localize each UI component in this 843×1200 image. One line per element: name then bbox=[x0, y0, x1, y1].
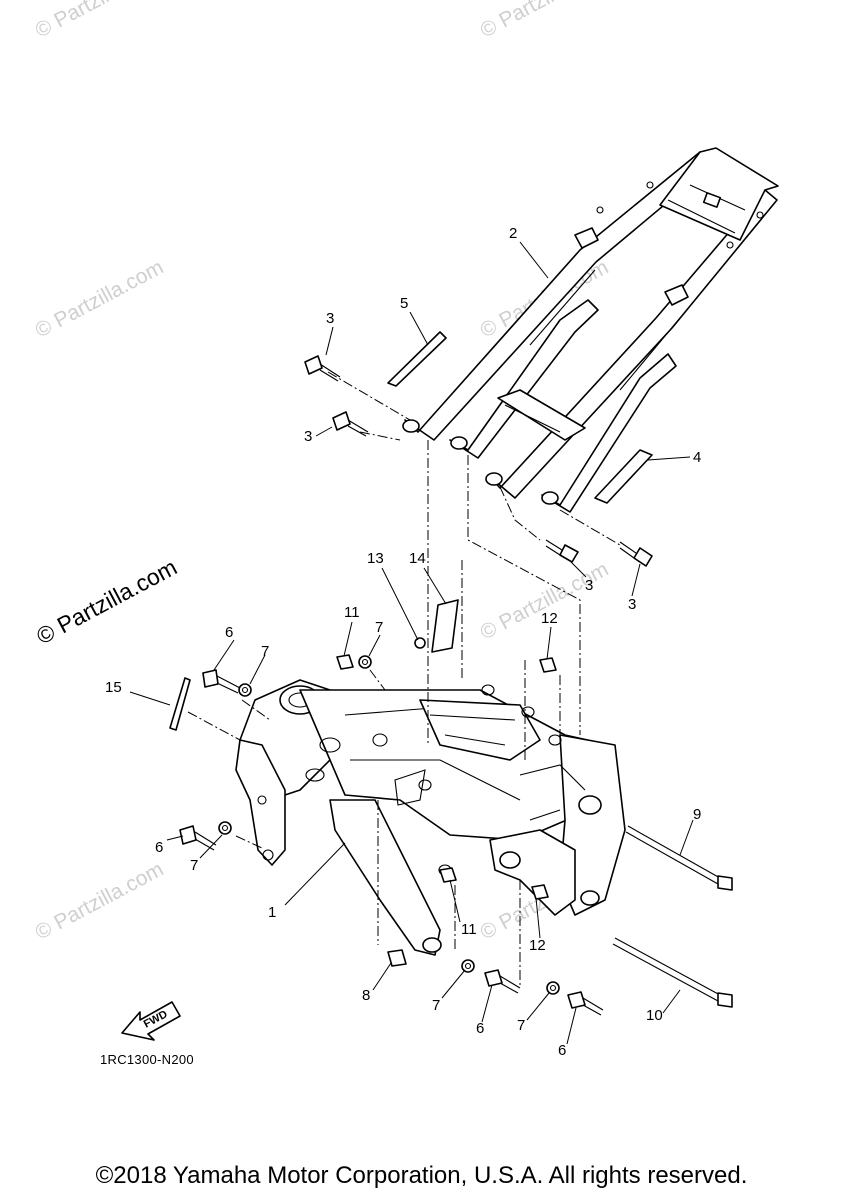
watermark: © Partzilla.com bbox=[32, 858, 168, 945]
washer-group-7 bbox=[218, 655, 560, 995]
fwd-arrow-icon: FWD bbox=[121, 1001, 181, 1041]
callout-2: 2 bbox=[509, 225, 517, 242]
bolt-group-6 bbox=[179, 669, 604, 1016]
main-frame bbox=[235, 679, 626, 956]
diagram-code: 1RC1300-N200 bbox=[100, 1052, 194, 1067]
callout-5: 5 bbox=[400, 295, 408, 312]
watermark: © Partzilla.com bbox=[32, 256, 168, 343]
callout-1: 1 bbox=[268, 904, 276, 921]
callout-labels: 1 2 3 3 3 3 4 5 6 6 6 6 7 7 7 7 7 8 9 10… bbox=[105, 225, 701, 1059]
rear-frame bbox=[402, 147, 779, 513]
watermark: © Partzilla.com bbox=[32, 0, 168, 42]
callout-7: 7 bbox=[432, 997, 440, 1014]
callout-11: 11 bbox=[461, 921, 477, 938]
callout-10: 10 bbox=[646, 1007, 663, 1024]
callout-4: 4 bbox=[693, 449, 701, 466]
callout-8: 8 bbox=[362, 987, 370, 1004]
alignment-lines bbox=[187, 371, 621, 985]
callout-14: 14 bbox=[409, 550, 426, 567]
callout-7: 7 bbox=[375, 619, 383, 636]
callout-11: 11 bbox=[344, 604, 360, 621]
leader-lines bbox=[129, 241, 694, 1045]
watermark: © Partzilla.com bbox=[477, 0, 613, 42]
callout-3: 3 bbox=[326, 310, 334, 327]
plate-part-4 bbox=[594, 449, 653, 504]
bolt-group-3 bbox=[304, 355, 653, 567]
callout-7: 7 bbox=[517, 1017, 525, 1034]
long-bolt-9 bbox=[625, 825, 733, 891]
label-part-14 bbox=[431, 599, 459, 653]
nut-part-13 bbox=[414, 637, 426, 649]
callout-6: 6 bbox=[225, 624, 233, 641]
long-bolt-10 bbox=[612, 937, 733, 1008]
watermark-strong: © Partzilla.com bbox=[32, 554, 181, 650]
seal-part-15 bbox=[169, 677, 191, 731]
callout-13: 13 bbox=[367, 550, 384, 567]
callout-7: 7 bbox=[190, 857, 198, 874]
watermark: © Partzilla.com bbox=[477, 558, 613, 645]
callout-3: 3 bbox=[628, 596, 636, 613]
plate-part-5 bbox=[387, 331, 447, 387]
callout-6: 6 bbox=[155, 839, 163, 856]
callout-6: 6 bbox=[476, 1020, 484, 1037]
callout-12: 12 bbox=[541, 610, 558, 627]
copyright-notice: ©2018 Yamaha Motor Corporation, U.S.A. A… bbox=[95, 1162, 748, 1189]
callout-6: 6 bbox=[558, 1042, 566, 1059]
callout-9: 9 bbox=[693, 806, 701, 823]
callout-7: 7 bbox=[261, 643, 269, 660]
callout-3: 3 bbox=[304, 428, 312, 445]
callout-12: 12 bbox=[529, 937, 546, 954]
nut-group bbox=[336, 654, 557, 967]
callout-15: 15 bbox=[105, 679, 122, 696]
callout-3: 3 bbox=[585, 577, 593, 594]
